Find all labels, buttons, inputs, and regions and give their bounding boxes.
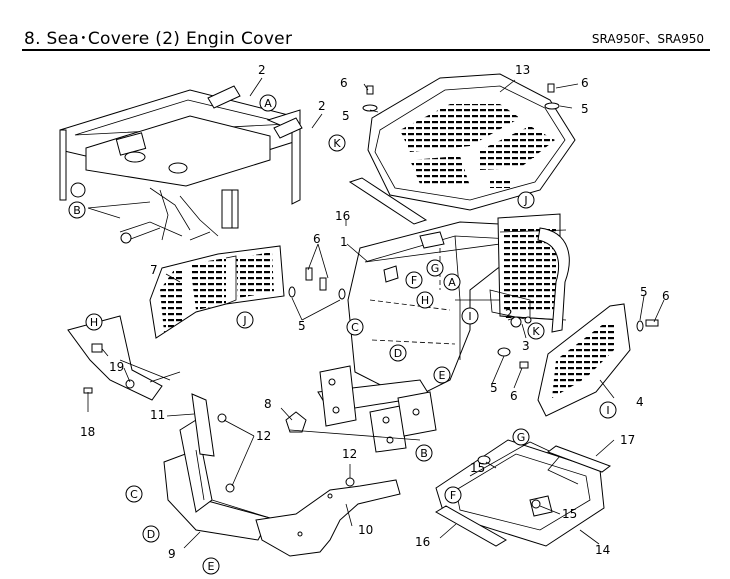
engine-cover-body [347,213,570,401]
marker-c: C [351,321,359,334]
callout-2: 2 [505,307,513,321]
callout-12: 12 [256,429,271,443]
callout-19: 19 [109,360,124,374]
hardware-bolts [83,83,659,509]
callout-5: 5 [490,381,498,395]
marker-i: I [468,310,471,323]
rear-panel [255,479,401,557]
page-title: 8. Sea･Covere (2) Engin Cover [24,29,293,49]
callout-6: 6 [510,389,518,403]
callout-6: 6 [340,76,348,90]
marker-d: D [394,347,402,360]
callout-6: 6 [313,232,321,246]
marker-f: F [450,489,456,502]
hinge-bracket [317,365,437,453]
callout-5: 5 [298,319,306,333]
cushion-bar-left [435,505,507,547]
seat-frame-assembly [59,85,303,244]
side-cover-left [149,245,285,339]
callout-10: 10 [358,523,373,537]
cushion-bar-right [546,445,612,473]
callout-15: 15 [470,461,485,475]
callout-14: 14 [595,543,610,557]
side-cover-right [537,303,631,417]
callout-6: 6 [581,76,589,90]
marker-d: D [147,528,155,541]
callout-16: 16 [415,535,430,549]
marker-a: A [448,276,456,289]
callout-15: 15 [562,507,577,521]
leader-lines [87,77,665,549]
marker-j: J [242,314,246,327]
marker-c: C [130,488,138,501]
marker-k: K [532,325,540,338]
marker-h: H [90,316,98,329]
marker-b: B [73,204,81,217]
callout-8: 8 [264,397,272,411]
marker-e: E [208,560,215,573]
callout-6: 6 [662,289,670,303]
callout-3: 3 [522,339,530,353]
callout-16: 16 [335,209,350,223]
callout-2: 2 [318,99,326,113]
callout-11: 11 [150,408,165,422]
marker-j: J [523,194,527,207]
marker-i: I [606,404,609,417]
model-codes: SRA950F、SRA950 [591,32,704,46]
lamp-bracket [67,315,181,401]
marker-g: G [431,262,440,275]
cover-strip [348,177,428,225]
lower-cover-bracket [163,393,271,541]
marker-h: H [421,294,429,307]
marker-k: K [333,137,341,150]
callout-2: 2 [258,63,266,77]
callout-5: 5 [581,102,589,116]
callout-1: 1 [340,235,348,249]
callout-5: 5 [342,109,350,123]
callout-7: 7 [150,263,158,277]
engine-cover-top [367,73,576,211]
callout-18: 18 [80,425,95,439]
callout-17: 17 [620,433,635,447]
callout-numbers: 2 2 6 5 13 6 5 16 1 6 7 5 5 6 2 3 5 6 4 … [80,63,670,561]
marker-g: G [517,431,526,444]
callout-5: 5 [640,285,648,299]
marker-b: B [420,447,428,460]
callout-4: 4 [636,395,644,409]
marker-e: E [439,369,446,382]
header-divider [22,49,710,51]
callout-13: 13 [515,63,530,77]
callout-12: 12 [342,447,357,461]
marker-a: A [264,97,272,110]
marker-f: F [411,274,417,287]
callout-9: 9 [168,547,176,561]
reference-markers: A K B J G F A H I K J C H D E I B G C [68,94,617,575]
